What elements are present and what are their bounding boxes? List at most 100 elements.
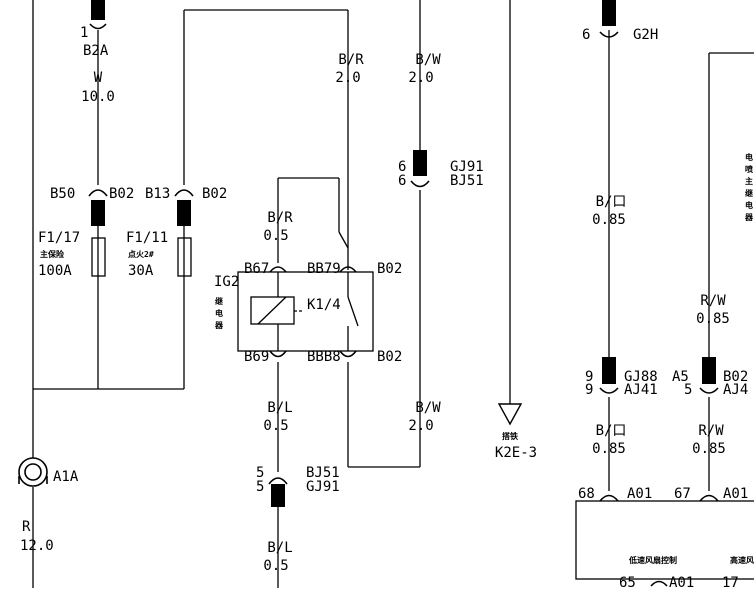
gj88-plug (602, 357, 616, 384)
bj51-plug (271, 484, 285, 507)
b13-cup (174, 189, 194, 197)
ecu-relay-vertical-label: 电喷主继电器 (745, 153, 753, 222)
g2h-pin-label: 6 (582, 27, 591, 43)
ground-id: K2E-3 (494, 445, 538, 461)
bj51-b-pin-label: 5 (256, 465, 265, 481)
a17-pin-label: 17 (722, 575, 739, 591)
wire-bw-color: B/W (415, 52, 441, 68)
fuse-f2-name: 点火2# (128, 250, 154, 259)
a68-pin-label: 68 (578, 486, 595, 502)
wire-bl2-color: B/L (267, 540, 293, 556)
relay-coil-diag (257, 296, 287, 325)
gj91-pin-label: 6 (398, 159, 407, 175)
gj91-b-pin-label: 5 (256, 479, 265, 495)
wire-bw-gauge: 2.0 (408, 70, 434, 86)
a65-cup (650, 580, 668, 587)
gj91-plug (413, 150, 427, 176)
a67-pin-label: 67 (674, 486, 691, 502)
aj4-label: AJ4 (723, 382, 749, 398)
wire-rw2-gauge: 0.85 (692, 441, 726, 457)
b02-label-a: B02 (109, 186, 135, 202)
b88-label: BBB8 (307, 349, 341, 365)
wire-rw-color: R/W (700, 293, 726, 309)
aj4-cup (699, 387, 719, 394)
a01-label-a: A01 (627, 486, 653, 502)
ground-name: 搭铁 (502, 432, 518, 441)
wire-br-small-color: B/R (267, 210, 293, 226)
b50-plug (91, 200, 105, 226)
b2a-cup (89, 23, 107, 30)
a01-label-b: A01 (723, 486, 749, 502)
b67-label: B67 (244, 261, 270, 277)
wire-bl-color: B/L (267, 400, 293, 416)
ecu-high-fan-label: 高速风扇 (730, 556, 754, 565)
gj91-b-label: GJ91 (306, 479, 340, 495)
a65-pin-label: 65 (619, 575, 636, 591)
gj91-cup (410, 180, 430, 188)
b13-label: B13 (145, 186, 171, 202)
connector-cups (88, 23, 719, 587)
bj51-cup (268, 477, 288, 485)
wire-w-gauge: 10.0 (81, 89, 115, 105)
gj88-label: GJ88 (624, 369, 658, 385)
aj41-cup (599, 387, 619, 394)
wire-bo-color: B/口 (595, 194, 627, 210)
b2a-plug (91, 0, 105, 20)
wire-rw-gauge: 0.85 (696, 311, 730, 327)
b02-label-d: B02 (377, 349, 403, 365)
fuse-f1-id: F1/17 (38, 230, 81, 246)
wire-br-color: B/R (338, 52, 364, 68)
g2h-label: G2H (633, 27, 659, 43)
a1a-terminal (18, 457, 48, 487)
connector-plugs (91, 0, 716, 507)
wire-r-color: R (22, 519, 31, 535)
a5-plug (702, 357, 716, 384)
wire-bw2-color: B/W (415, 400, 441, 416)
wire-w-color: W (93, 70, 103, 86)
a68-cup (599, 494, 619, 502)
relay-name: 继电器 (215, 297, 223, 330)
b50-cup (88, 189, 108, 197)
g2h-cup (599, 31, 619, 38)
fuse-f2-id: F1/11 (126, 230, 169, 246)
b02-label-c: B02 (377, 261, 403, 277)
relay-box (237, 271, 374, 352)
ecu-low-fan-label: 低速风扇控制 (629, 556, 677, 565)
wire-bl-gauge: 0.5 (263, 418, 289, 434)
wire-bo-gauge: 0.85 (592, 212, 626, 228)
b2a-pin-label: 1 (80, 25, 89, 41)
bj51-pin-label: 6 (398, 173, 407, 189)
b79-label: BB79 (307, 261, 341, 277)
wire-r-gauge: 12.0 (20, 538, 54, 554)
aj41-label: AJ41 (624, 382, 658, 398)
wire-rw2-color: R/W (698, 423, 724, 439)
gj88-pin-label: 9 (585, 369, 594, 385)
a67-cup (699, 494, 719, 502)
b2a-label: B2A (83, 43, 109, 59)
gj91-label: GJ91 (450, 159, 484, 175)
bj51-label: BJ51 (450, 173, 484, 189)
fuse-f1-name: 主保险 (40, 250, 64, 259)
ground-symbol (497, 403, 523, 426)
aj41-pin-label: 9 (585, 382, 594, 398)
wire-br-gauge: 2.0 (335, 70, 361, 86)
wire-bw2-gauge: 2.0 (408, 418, 434, 434)
fuse-f1-rating: 100A (38, 263, 72, 279)
bj51-b-label: BJ51 (306, 465, 340, 481)
a5-label: A5 (672, 369, 689, 385)
wire-bl2-gauge: 0.5 (263, 558, 289, 574)
coil-feed-diag (338, 231, 349, 249)
relay-contact-label: K1/4 (307, 297, 341, 313)
b13-plug (177, 200, 191, 226)
wire-br-small-gauge: 0.5 (263, 228, 289, 244)
a01-label-c: A01 (669, 575, 695, 591)
wire-bo2-color: B/口 (595, 423, 627, 439)
b69-label: B69 (244, 349, 270, 365)
g2h-plug (602, 0, 616, 26)
b02-label-b: B02 (202, 186, 228, 202)
relay-id: IG2 (214, 274, 240, 290)
b79-cup (339, 266, 357, 273)
a1a-label: A1A (53, 469, 79, 485)
b50-label: B50 (50, 186, 76, 202)
